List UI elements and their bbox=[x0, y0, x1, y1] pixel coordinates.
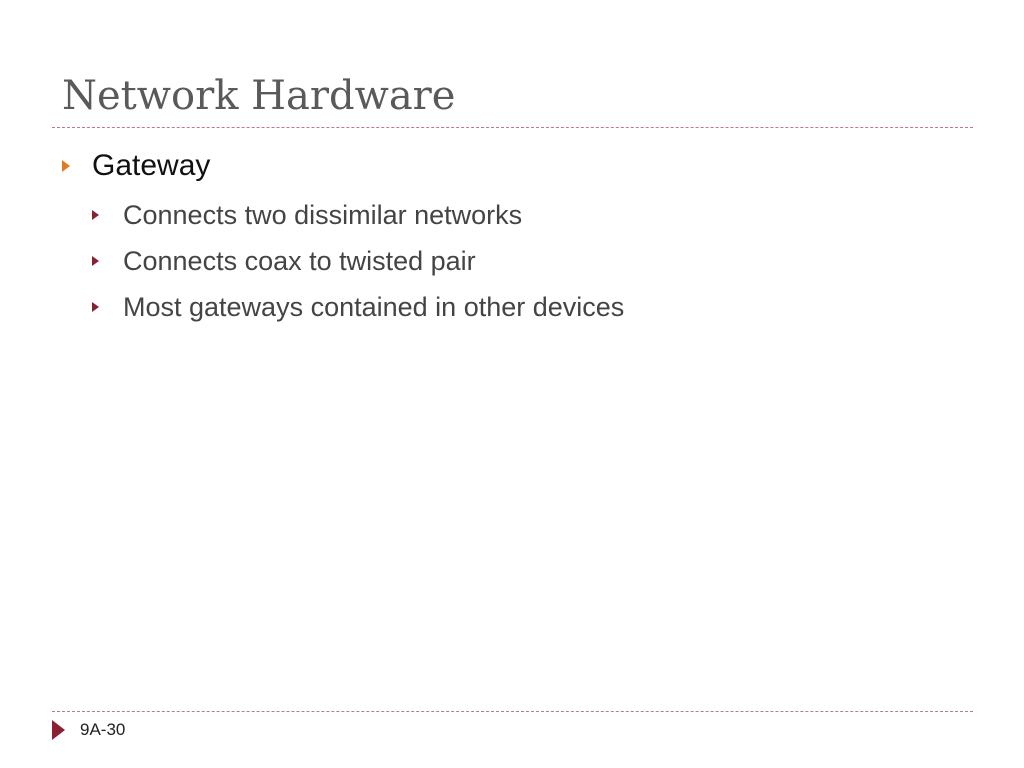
footer-divider bbox=[52, 711, 973, 712]
sub-bullet-item: Connects coax to twisted pair bbox=[92, 238, 624, 284]
arrow-right-icon bbox=[62, 160, 70, 172]
triangle-right-icon bbox=[52, 720, 65, 740]
arrow-right-icon bbox=[92, 210, 99, 220]
arrow-right-icon bbox=[92, 302, 99, 312]
sub-bullet-item: Most gateways contained in other devices bbox=[92, 284, 624, 330]
title-divider bbox=[52, 127, 973, 128]
sub-bullet-text: Most gateways contained in other devices bbox=[123, 291, 625, 322]
sub-bullet-text: Connects coax to twisted pair bbox=[123, 245, 476, 276]
sub-bullet-list: Connects two dissimilar networks Connect… bbox=[92, 192, 624, 330]
slide-number: 9A-30 bbox=[80, 720, 126, 739]
bullet-text: Gateway bbox=[92, 149, 211, 182]
bullet-list: Gateway Connects two dissimilar networks… bbox=[62, 144, 624, 322]
bullet-item-gateway: Gateway Connects two dissimilar networks… bbox=[62, 144, 624, 322]
sub-bullet-item: Connects two dissimilar networks bbox=[92, 192, 624, 238]
arrow-right-icon bbox=[92, 256, 99, 266]
sub-bullet-text: Connects two dissimilar networks bbox=[123, 199, 523, 230]
slide-title: Network Hardware bbox=[62, 73, 456, 119]
